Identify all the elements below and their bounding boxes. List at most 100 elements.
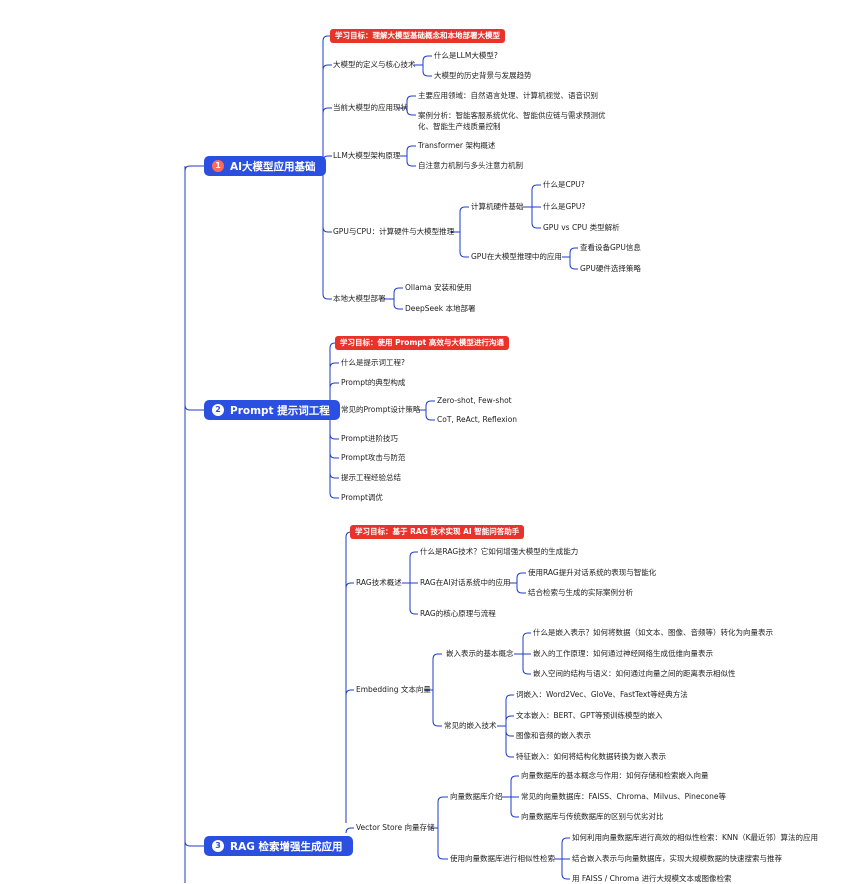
node-similarity-search[interactable]: 使用向量数据库进行相似性检索 (450, 854, 555, 863)
node-embedding-space[interactable]: 嵌入空间的结构与语义：如何通过向量之间的距离表示相似性 (533, 669, 736, 678)
node-what-is-rag[interactable]: 什么是RAG技术？它如何增强大模型的生成能力 (420, 547, 579, 556)
node-cot-react[interactable]: CoT, ReAct, Reflexion (437, 415, 518, 424)
node-deepseek[interactable]: DeepSeek 本地部署 (405, 304, 476, 313)
section-title-label: AI大模型应用基础 (230, 160, 316, 173)
node-what-is-prompt-eng[interactable]: 什么是提示词工程? (341, 358, 405, 367)
connector-line (184, 840, 204, 847)
section-number-badge: 1 (212, 160, 224, 172)
node-feature-embedding[interactable]: 特征嵌入：如何将结构化数据转换为嵌入表示 (516, 752, 666, 761)
connector-line (184, 404, 204, 411)
node-rag-in-dialog[interactable]: RAG在AI对话系统中的应用 (420, 578, 511, 587)
node-llm-definition[interactable]: 大模型的定义与核心技术 (333, 60, 416, 69)
node-text-embedding[interactable]: 文本嵌入：BERT、GPT等预训练模型的嵌入 (516, 711, 663, 720)
connector-line (345, 689, 354, 696)
node-faiss-chroma[interactable]: 用 FAISS / Chroma 进行大规模文本或图像检索 (572, 874, 732, 883)
connector-line (184, 165, 204, 172)
connector-line (345, 582, 354, 589)
connector-line (329, 433, 339, 440)
node-llm-history[interactable]: 大模型的历史背景与发展趋势 (434, 71, 532, 80)
node-knn-search[interactable]: 如何利用向量数据库进行高效的相似性检索：KNN（K最近邻）算法的应用 (572, 833, 819, 842)
connector-line (329, 362, 339, 369)
node-rag-overview[interactable]: RAG技术概述 (356, 578, 402, 587)
connector-line (522, 668, 531, 675)
connector-line (505, 751, 514, 758)
node-hardware-basics[interactable]: 计算机硬件基础 (471, 202, 524, 211)
connector-line (322, 64, 332, 71)
connector-line (531, 222, 541, 229)
node-vector-store[interactable]: Vector Store 向量存储 (356, 823, 435, 832)
node-vector-db-intro[interactable]: 向量数据库介绍 (450, 792, 503, 801)
connector-line (437, 853, 448, 860)
connector-line (322, 293, 332, 300)
node-rag-improve-dialog[interactable]: 使用RAG提升对话系统的表现与智能化 (528, 568, 657, 577)
connector-line (409, 551, 418, 558)
node-prompt-advanced[interactable]: Prompt进阶技巧 (341, 434, 398, 443)
node-prompt-structure[interactable]: Prompt的典型构成 (341, 378, 406, 387)
connector-line (406, 160, 416, 167)
connector-line (569, 247, 578, 254)
node-prompt-attack[interactable]: Prompt攻击与防范 (341, 453, 406, 462)
section-1-goal: 学习目标：理解大模型基础概念和本地部署大模型 (330, 29, 505, 43)
connector-line (406, 95, 416, 102)
connector-line (393, 303, 403, 310)
connector-line (322, 107, 332, 114)
connector-line (409, 608, 418, 615)
connector-line (432, 720, 442, 727)
node-rag-case[interactable]: 结合检索与生成的实际案例分析 (528, 588, 633, 597)
node-gpu-vs-cpu[interactable]: GPU vs CPU 类型解析 (543, 223, 620, 232)
connector-line (329, 492, 339, 499)
connector-line (329, 382, 339, 389)
connector-line (329, 472, 339, 479)
node-word-embedding[interactable]: 词嵌入：Word2Vec、GloVe、FastText等经典方法 (516, 690, 688, 699)
connector-line (329, 342, 339, 349)
node-case-study[interactable]: 案例分析：智能客服系统优化、智能供应链与需求预测优化、智能生产线质量控制 (418, 111, 606, 131)
node-vector-db-concept[interactable]: 向量数据库的基本概念与作用：如何存储和检索嵌入向量 (521, 771, 709, 780)
section-2-title[interactable]: 2 Prompt 提示词工程 (204, 400, 340, 420)
node-what-is-llm[interactable]: 什么是LLM大模型? (434, 51, 498, 60)
node-attention[interactable]: 自注意力机制与多头注意力机制 (418, 161, 523, 170)
node-vector-db-compare[interactable]: 向量数据库与传统数据库的区别与优劣对比 (521, 812, 664, 821)
node-prompt-tuning[interactable]: Prompt调优 (341, 493, 383, 502)
node-image-audio-embedding[interactable]: 图像和音频的嵌入表示 (516, 731, 591, 740)
node-llm-architecture[interactable]: LLM大模型架构原理 (333, 151, 401, 160)
section-number-badge: 2 (212, 404, 224, 416)
node-prompt-strategies[interactable]: 常见的Prompt设计策略 (341, 405, 421, 414)
connector-line (432, 653, 442, 660)
node-rag-principle[interactable]: RAG的核心原理与流程 (420, 609, 496, 618)
connector-line (425, 400, 435, 407)
connector-line (437, 796, 448, 803)
node-what-is-cpu[interactable]: 什么是CPU? (543, 180, 585, 189)
node-gpu-in-inference[interactable]: GPU在大模型推理中的应用 (471, 252, 562, 261)
node-ollama[interactable]: Ollama 安装和使用 (405, 283, 472, 292)
connector-line (561, 873, 570, 880)
connector-line (522, 632, 531, 639)
node-prompt-summary[interactable]: 提示工程经验总结 (341, 473, 401, 482)
connector-line (531, 184, 541, 191)
node-zero-few-shot[interactable]: Zero-shot, Few-shot (437, 396, 512, 405)
node-embedding-works[interactable]: 嵌入的工作原理：如何通过神经网络生成低维向量表示 (533, 649, 713, 658)
node-embedding-basics[interactable]: 嵌入表示的基本概念 (446, 649, 514, 658)
connector-line (422, 70, 432, 77)
connector-line (425, 414, 435, 421)
node-local-deploy[interactable]: 本地大模型部署 (333, 294, 386, 303)
node-gpu-cpu[interactable]: GPU与CPU：计算硬件与大模型推理 (333, 227, 455, 236)
section-1-title[interactable]: 1 AI大模型应用基础 (204, 156, 326, 176)
node-what-is-gpu[interactable]: 什么是GPU? (543, 202, 586, 211)
section-3-title[interactable]: 3 RAG 检索增强生成应用 (204, 836, 353, 856)
node-what-is-embedding[interactable]: 什么是嵌入表示？如何将数据（如文本、图像、音频等）转化为向量表示 (533, 628, 773, 637)
connector-line (422, 55, 432, 62)
node-embedding[interactable]: Embedding 文本向量 (356, 685, 431, 694)
node-check-gpu[interactable]: 查看设备GPU信息 (580, 243, 641, 252)
section-title-label: Prompt 提示词工程 (230, 404, 330, 417)
node-gpu-selection[interactable]: GPU硬件选择策略 (580, 264, 641, 273)
node-fast-search[interactable]: 结合嵌入表示与向量数据库，实现大规模数据的快速搜索与推荐 (572, 854, 782, 863)
node-app-fields[interactable]: 主要应用领域：自然语言处理、计算机视觉、语音识别 (418, 91, 598, 100)
section-number-badge: 3 (212, 840, 224, 852)
node-vector-db-common[interactable]: 常见的向量数据库：FAISS、Chroma、Milvus、Pinecone等 (521, 792, 727, 801)
connector-line (505, 715, 514, 722)
node-llm-applications[interactable]: 当前大模型的应用现状 (333, 103, 408, 112)
connector-line (510, 775, 519, 782)
node-transformer[interactable]: Transformer 架构概述 (418, 141, 496, 150)
connector-line (406, 109, 416, 116)
node-common-embedding[interactable]: 常见的嵌入技术 (444, 721, 497, 730)
